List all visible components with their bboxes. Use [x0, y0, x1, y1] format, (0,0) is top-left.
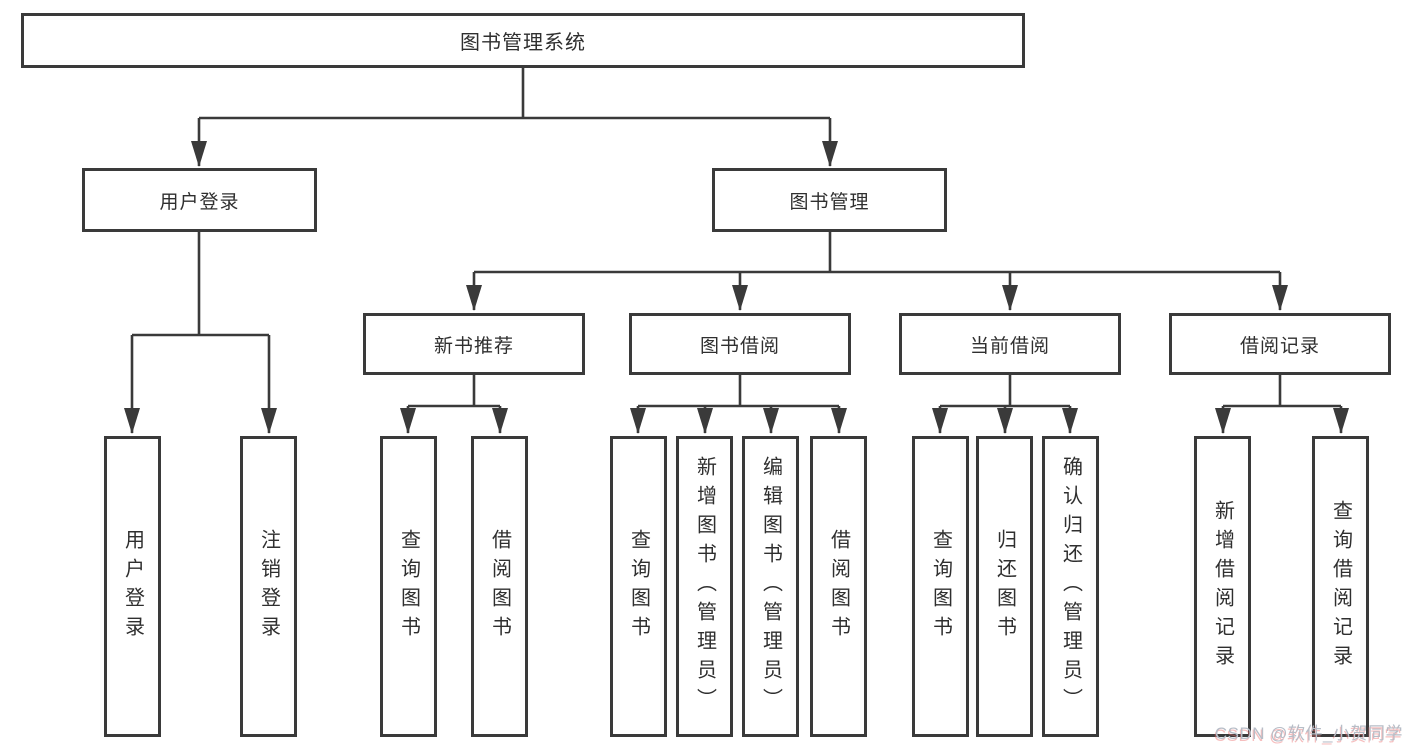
leaf-edit-book-admin: 编辑图书（管理员）: [742, 436, 799, 737]
node-label: 图书借阅: [699, 335, 780, 357]
leaf-add-borrowing-record: 新增借阅记录: [1194, 436, 1251, 737]
leaf-query-borrowing-record: 查询借阅记录: [1312, 436, 1369, 737]
leaf-query-books-current: 查询图书: [912, 436, 969, 737]
node-label: 当前借阅: [969, 335, 1050, 357]
leaf-query-books-recommend: 查询图书: [380, 436, 437, 737]
leaf-label: 借阅图书: [827, 528, 850, 645]
node-borrowing-records: 借阅记录: [1169, 313, 1391, 375]
leaf-query-books-borrowing: 查询图书: [610, 436, 667, 737]
leaf-logout-login: 注销登录: [240, 436, 297, 737]
node-book-management: 图书管理: [712, 168, 947, 232]
node-label: 新书推荐: [433, 335, 514, 357]
node-library-system: 图书管理系统: [21, 13, 1025, 68]
node-current-borrowing: 当前借阅: [899, 313, 1121, 375]
leaf-borrow-books-borrowing: 借阅图书: [810, 436, 867, 737]
leaf-label: 确认归还（管理员）: [1059, 456, 1082, 717]
leaf-label: 查询借阅记录: [1329, 499, 1352, 674]
leaf-borrow-books-recommend: 借阅图书: [471, 436, 528, 737]
node-label: 借阅记录: [1239, 335, 1320, 357]
leaf-label: 新增图书（管理员）: [693, 456, 716, 717]
node-label: 图书管理: [789, 191, 870, 213]
node-new-book-recommendation: 新书推荐: [363, 313, 585, 375]
node-label: 用户登录: [159, 191, 240, 213]
leaf-label: 查询图书: [929, 528, 952, 645]
leaf-return-books: 归还图书: [976, 436, 1033, 737]
csdn-watermark: CSDN @软件_小贺同学: [1214, 724, 1403, 743]
leaf-label: 借阅图书: [488, 528, 511, 645]
leaf-label: 新增借阅记录: [1211, 499, 1234, 674]
leaf-label: 用户登录: [121, 528, 144, 645]
leaf-label: 查询图书: [397, 528, 420, 645]
leaf-label: 归还图书: [993, 528, 1016, 645]
node-label: 图书管理系统: [460, 32, 586, 54]
leaf-label: 查询图书: [627, 528, 650, 645]
leaf-label: 编辑图书（管理员）: [759, 456, 782, 717]
leaf-user-login: 用户登录: [104, 436, 161, 737]
leaf-confirm-return-admin: 确认归还（管理员）: [1042, 436, 1099, 737]
node-user-login: 用户登录: [82, 168, 317, 232]
leaf-label: 注销登录: [257, 528, 280, 645]
leaf-add-book-admin: 新增图书（管理员）: [676, 436, 733, 737]
node-book-borrowing: 图书借阅: [629, 313, 851, 375]
